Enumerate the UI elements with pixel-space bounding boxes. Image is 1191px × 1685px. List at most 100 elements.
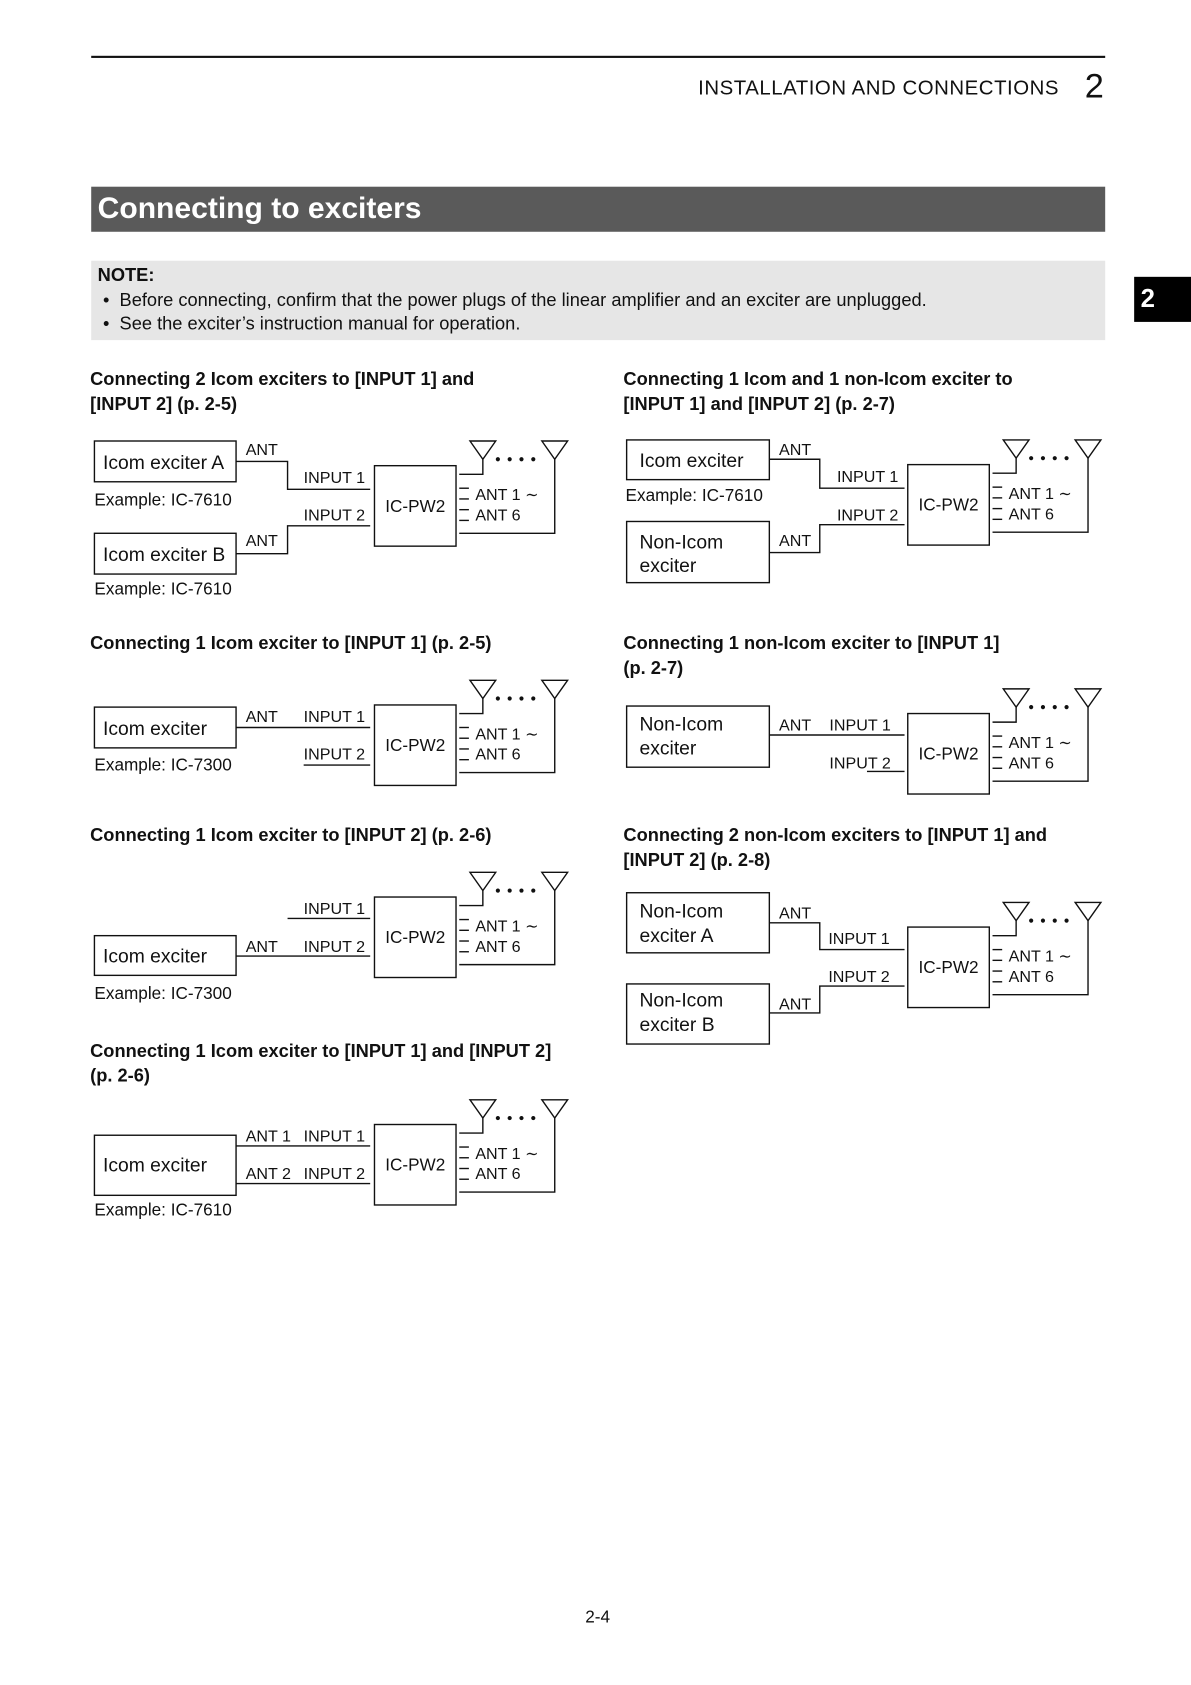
exciter-name: Non-Icom (640, 901, 724, 922)
heading-line: Connecting 2 Icom exciters to [INPUT 1] … (90, 369, 475, 390)
ellipsis-dot (519, 696, 524, 701)
title-bar: Connecting to exciters (91, 186, 1106, 232)
exciter-box (625, 705, 771, 768)
antenna-line (992, 458, 1089, 533)
antenna-line (459, 890, 484, 907)
heading-line: Connecting 2 non-Icom exciters to [INPUT… (623, 825, 1048, 846)
antenna-line (992, 920, 1089, 996)
antenna-line (992, 920, 1017, 937)
input-label: INPUT 2 (304, 506, 365, 524)
input-label: INPUT 1 (828, 930, 889, 948)
note-bullet: • See the exciter’s instruction manual f… (103, 313, 521, 334)
antenna-line (459, 459, 556, 534)
example-label: Example: IC-7300 (94, 754, 231, 774)
ant-label: ANT 2 (246, 1165, 291, 1183)
ellipsis-dot (519, 888, 524, 893)
amplifier-box (373, 704, 457, 787)
ellipsis-dot (495, 457, 500, 462)
antenna-line (992, 707, 1089, 782)
antenna-icon (1001, 901, 1031, 922)
antenna-icon (540, 871, 569, 892)
exciter-name: Icom exciter B (103, 545, 225, 566)
exciter-name: Non-Icom (640, 715, 724, 736)
ant-label: ANT (779, 441, 811, 459)
exciter-box-b (625, 520, 771, 584)
input-label: INPUT 2 (304, 938, 365, 956)
ellipsis-dot (531, 696, 536, 701)
amplifier-label: IC-PW2 (385, 735, 445, 755)
exciter-name: Icom exciter A (103, 453, 224, 474)
example-label: Example: IC-7610 (94, 1200, 231, 1220)
ellipsis-dot (1064, 705, 1069, 710)
chapter-tab[interactable]: 2 (1134, 276, 1191, 322)
antenna-line (459, 459, 484, 475)
ellipsis-dot (1040, 705, 1046, 710)
cable-line (769, 922, 905, 951)
page-title: Connecting to exciters (97, 190, 422, 225)
example-label: Example: IC-7610 (94, 578, 231, 598)
antenna-icon (540, 440, 569, 461)
antenna-icon (1073, 688, 1103, 709)
heading-line: (p. 2-7) (623, 657, 684, 679)
antenna-icon (468, 871, 498, 892)
ant-label: ANT (246, 441, 278, 459)
exciter-name: exciter A (640, 926, 714, 947)
example-label: Example: IC-7610 (94, 489, 231, 509)
antenna-icon (540, 1099, 569, 1120)
ellipsis-dot (519, 457, 524, 462)
input-label: INPUT 1 (304, 708, 365, 726)
ellipsis-dot (1052, 456, 1057, 461)
ellipsis-dot (1029, 705, 1034, 710)
ant-label: ANT (779, 996, 811, 1014)
header-rule (91, 55, 1106, 58)
output-label-ant6: ANT 6 (475, 746, 520, 764)
amplifier-box (373, 1123, 457, 1206)
exciter-name: Icom exciter (640, 451, 745, 472)
antenna-line (459, 698, 484, 715)
note-bullet-text: See the exciter’s instruction manual for… (119, 313, 521, 334)
example-label: Example: IC-7610 (626, 485, 763, 505)
antenna-line (459, 890, 556, 966)
exciter-name: Non-Icom (640, 532, 724, 553)
amplifier-box (907, 712, 991, 795)
heading-line: Connecting 1 Icom exciter to [INPUT 2] (… (90, 825, 492, 846)
input-label: INPUT 1 (304, 900, 365, 918)
ellipsis-dot (1040, 918, 1046, 923)
amplifier-box (907, 463, 991, 546)
output-label-ant6: ANT 6 (1009, 505, 1054, 523)
heading-line: [INPUT 2] (p. 2-8) (623, 849, 771, 871)
cable-line (769, 458, 905, 489)
output-label-ant1: ANT 1 ∼ (475, 1145, 538, 1163)
output-label-ant6: ANT 6 (475, 506, 520, 524)
input-label: INPUT 1 (837, 468, 898, 486)
page-number: 2-4 (585, 1608, 611, 1627)
antenna-line (459, 698, 556, 774)
exciter-name: Icom exciter (103, 1156, 208, 1177)
exciter-box (93, 1134, 237, 1197)
diagram-heading: Connecting 1 non-Icom exciter to [INPUT … (623, 631, 999, 680)
ellipsis-dot (531, 457, 536, 462)
output-label-ant1: ANT 1 ∼ (475, 486, 538, 504)
input-label: INPUT 1 (829, 717, 890, 735)
ellipsis-dot (507, 1115, 512, 1121)
input-label: INPUT 2 (304, 1165, 365, 1183)
cable-line (769, 523, 905, 554)
output-label-ant1: ANT 1 ∼ (475, 725, 538, 743)
ant-label: ANT (246, 708, 278, 726)
amplifier-box (907, 926, 991, 1009)
exciter-name: exciter B (640, 1015, 715, 1036)
ellipsis-dot (1029, 456, 1034, 461)
ant-label: ANT (779, 532, 811, 550)
output-label-ant6: ANT 6 (475, 938, 520, 956)
antenna-line (459, 1118, 556, 1193)
diagram-heading: Connecting 2 Icom exciters to [INPUT 1] … (90, 367, 474, 416)
ellipsis-dot (519, 1115, 524, 1121)
note-bullet: • Before connecting, confirm that the po… (103, 289, 927, 311)
heading-line: (p. 2-6) (90, 1065, 150, 1086)
heading-line: Connecting 1 non-Icom exciter to [INPUT … (623, 633, 1000, 654)
diagram-heading: Connecting 1 Icom exciter to [INPUT 2] (… (90, 823, 491, 848)
heading-line: [INPUT 1] and [INPUT 2] (p. 2-7) (623, 393, 896, 415)
input-label: INPUT 2 (829, 754, 890, 772)
ellipsis-dot (531, 1115, 536, 1121)
antenna-icon (468, 440, 498, 461)
